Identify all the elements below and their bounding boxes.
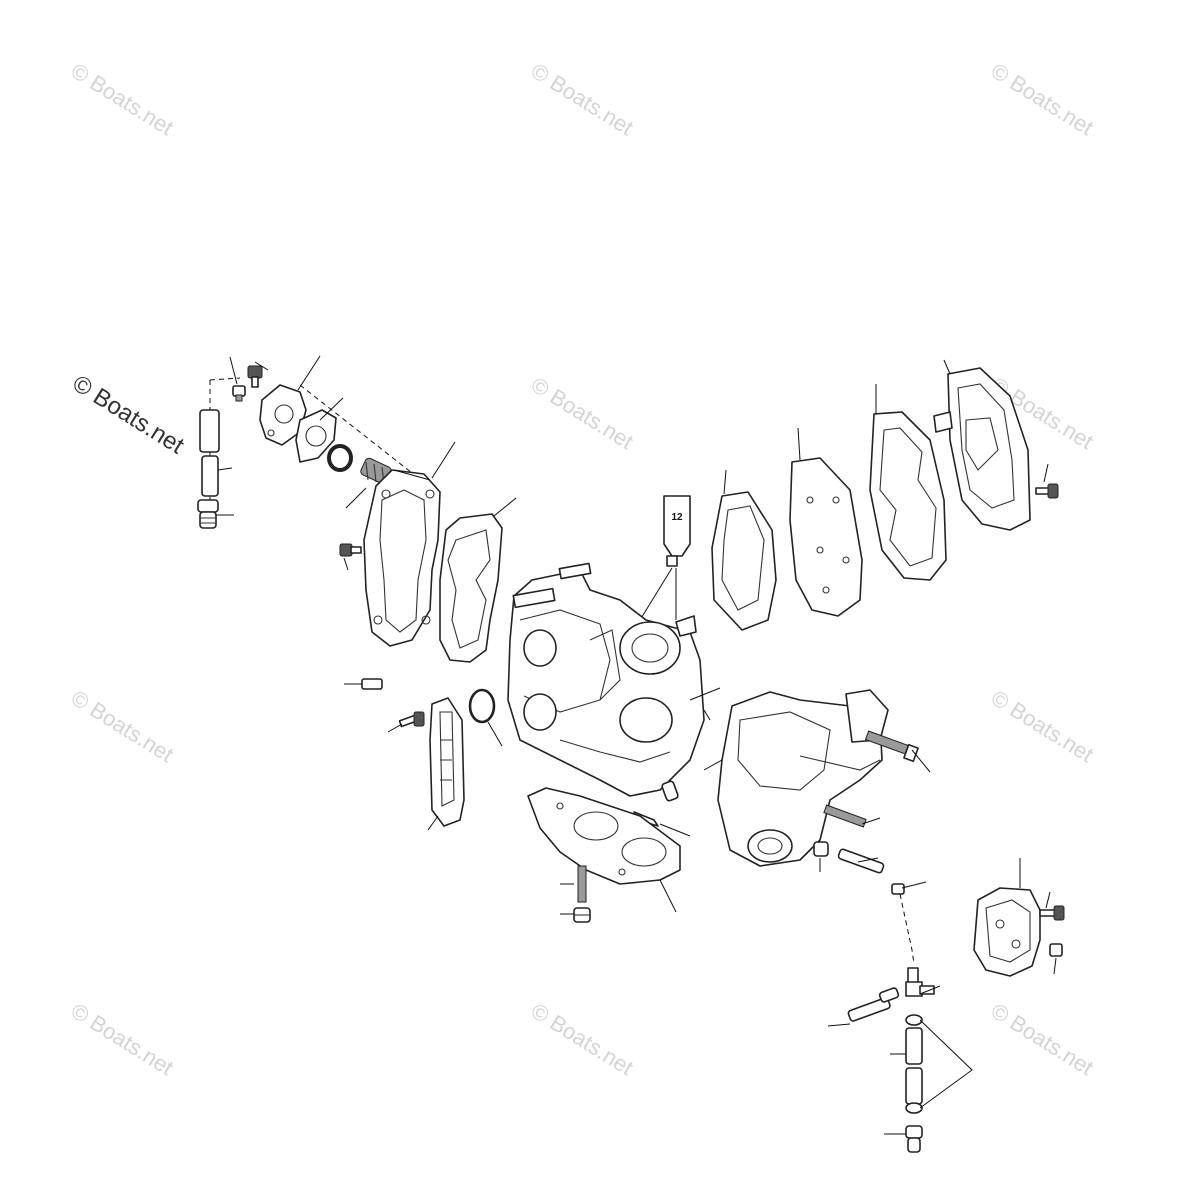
hose-clamp <box>905 1102 923 1114</box>
t-fitting <box>905 967 935 997</box>
stud-bolt <box>823 804 867 828</box>
hose-clamp <box>905 1014 923 1026</box>
hose-fitting <box>905 1125 923 1153</box>
hose-short <box>847 987 900 1022</box>
bolt <box>247 365 263 388</box>
bolt <box>1039 905 1065 921</box>
reed-plate <box>789 457 863 617</box>
lower-gasket <box>527 787 681 885</box>
long-bolt <box>864 730 919 763</box>
hose-fitting <box>197 499 219 529</box>
upper-right-plates <box>711 359 1059 631</box>
cylinder-cover-group <box>339 441 517 663</box>
exhaust-cover <box>947 367 1031 531</box>
lower-right-cover <box>973 887 1041 977</box>
o-ring <box>327 444 353 472</box>
sealant-tube-label: 12 <box>671 512 683 523</box>
fitting <box>813 841 829 857</box>
sealant-tube: 12 <box>639 495 691 621</box>
crankcase-block <box>507 562 721 837</box>
nut <box>1049 943 1063 957</box>
hose-long <box>905 1027 923 1105</box>
screw <box>232 385 246 402</box>
cylinder-cover-gasket <box>439 513 503 663</box>
dowel <box>361 678 383 690</box>
gasket-plate-1 <box>711 491 777 631</box>
nut <box>573 907 591 923</box>
crankcase-half <box>703 689 889 867</box>
o-ring-gasket <box>468 688 496 724</box>
stud <box>577 865 587 903</box>
nut <box>891 883 905 895</box>
exhaust-gasket <box>869 411 947 581</box>
cylinder-cover <box>363 469 441 647</box>
cover-gasket <box>295 409 337 463</box>
bolt <box>398 711 425 728</box>
bolt <box>339 543 362 557</box>
thermostat-cover-group <box>197 355 441 529</box>
bypass-cover <box>429 697 465 827</box>
bolt <box>1035 483 1059 499</box>
